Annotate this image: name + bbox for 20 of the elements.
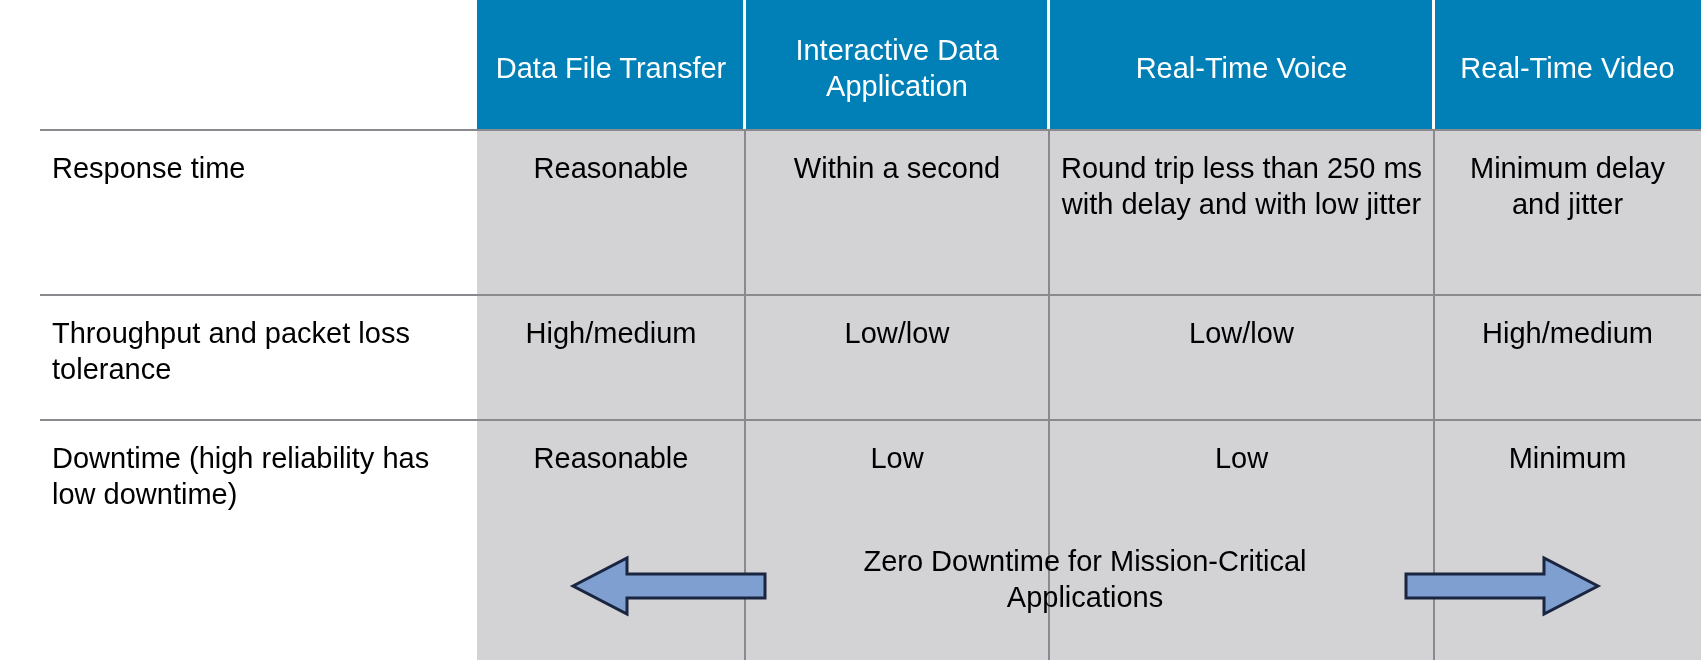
table-cell-text: High/medium: [1482, 316, 1653, 351]
table-cell-text: Minimum delay and jitter: [1469, 151, 1666, 222]
table-cell-text: Reasonable: [533, 151, 689, 186]
note-text: Zero Downtime for Mission-Critical Applications: [862, 544, 1308, 615]
column-header: Real-Time Voice: [1134, 51, 1349, 86]
table-cell-text: Low/low: [1189, 316, 1294, 351]
column-header: Data File Transfer: [494, 51, 728, 86]
row-header: Response time: [52, 151, 246, 186]
table-cell-text: High/medium: [525, 316, 697, 351]
table-cell-text: Within a second: [793, 151, 1001, 186]
table-cell-text: Low: [1214, 441, 1269, 476]
table-cell-text: Round trip less than 250 ms with delay and with low jitter: [1059, 151, 1424, 222]
row-header: Downtime (high reliability has low downtime): [52, 441, 431, 512]
table-cell-text: Minimum: [1508, 441, 1627, 476]
table-cell-text: Low/low: [844, 316, 950, 351]
row-header: Throughput and packet loss tolerance: [52, 316, 411, 387]
column-header: Interactive Data Application: [794, 33, 1000, 104]
table-cell-text: Low: [870, 441, 924, 476]
column-header: Real-Time Video: [1459, 51, 1676, 86]
table-cell-text: Reasonable: [533, 441, 689, 476]
